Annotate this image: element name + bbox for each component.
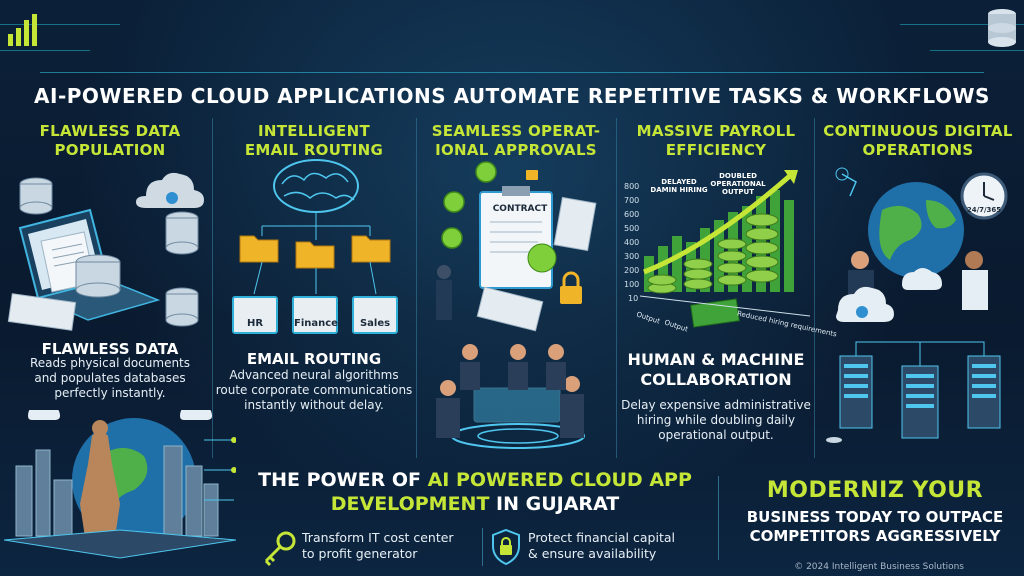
chart-tick: 200 [624,266,640,275]
column-5-heading: CONTINUOUS DIGITAL OPERATIONS [823,122,1013,159]
circuit-line [900,24,1024,25]
column-1-description: Reads physical documents and populates d… [29,356,191,400]
cta-subheading: BUSINESS TODAY TO OUTPACE COMPETITORS AG… [746,508,1004,545]
column-separator [814,118,815,458]
benefit-transform-it: Transform IT cost center to profit gener… [302,530,454,561]
database-icon [988,9,1016,47]
payroll-growth-illustration [640,170,810,328]
chart-tick: 800 [624,182,640,191]
team-collaboration-illustration [436,344,585,449]
annotation-doubled-output: DOUBLED OPERATIONAL OUTPUT [710,172,766,196]
chart-tick: 300 [624,252,640,261]
chart-tick: 700 [624,196,640,205]
department-box-finance: Finance [292,296,338,334]
column-1-subheading: FLAWLESS DATA [41,340,179,358]
column-separator [212,118,213,458]
bar-chart-icon [8,14,37,46]
column-separator [616,118,617,458]
global-operations-illustration [826,167,1008,443]
contract-label: CONTRACT [492,204,548,214]
clock-label: 24/7/365 [966,206,1002,214]
chart-tick: 400 [624,238,640,247]
contract-approval-illustration [436,161,597,332]
department-box-sales: Sales [352,296,398,334]
column-separator [416,118,417,458]
column-4-description: Delay expensive administrative hiring wh… [621,398,811,442]
chart-tick: 10 [628,294,639,303]
column-2-heading: INTELLIGENT EMAIL ROUTING [244,122,384,159]
chart-tick: 100 [624,280,640,289]
benefit-protect-capital: Protect financial capital & ensure avail… [528,530,675,561]
chart-tick: 500 [624,224,640,233]
cta-heading: MODERNIZ YOUR [766,478,984,503]
chart-tick: 600 [624,210,640,219]
column-2-description: Advanced neural algorithms route corpora… [215,368,413,412]
circuit-line [0,24,120,25]
laptop-documents-illustration [7,172,204,331]
column-2-subheading: EMAIL ROUTING [246,350,382,368]
copyright-text: © 2024 Intelligent Business Solutions [794,562,964,572]
circuit-line [0,50,90,51]
brain-routing-illustration [239,159,391,295]
department-box-hr: HR [232,296,278,334]
shield-lock-icon [492,528,520,566]
column-3-heading: SEAMLESS OPERAT- IONAL APPROVALS [431,122,601,159]
title-divider [40,72,984,73]
annotation-delayed-hiring: DELAYED DAMIN HIRING [650,178,708,194]
power-statement: THE POWER OF AI POWERED CLOUD APP DEVELO… [258,469,692,515]
column-4-heading: MASSIVE PAYROLL EFFICIENCY [636,122,796,159]
column-1-heading: FLAWLESS DATA POPULATION [39,122,181,159]
gujarat-city-illustration [4,410,236,559]
bottom-separator [718,476,719,560]
page-title: AI-POWERED CLOUD APPLICATIONS AUTOMATE R… [34,84,990,108]
key-icon [264,531,296,566]
benefit-separator [482,528,483,566]
column-4-subheading: HUMAN & MACHINE COLLABORATION [627,350,805,389]
circuit-line [930,50,1024,51]
